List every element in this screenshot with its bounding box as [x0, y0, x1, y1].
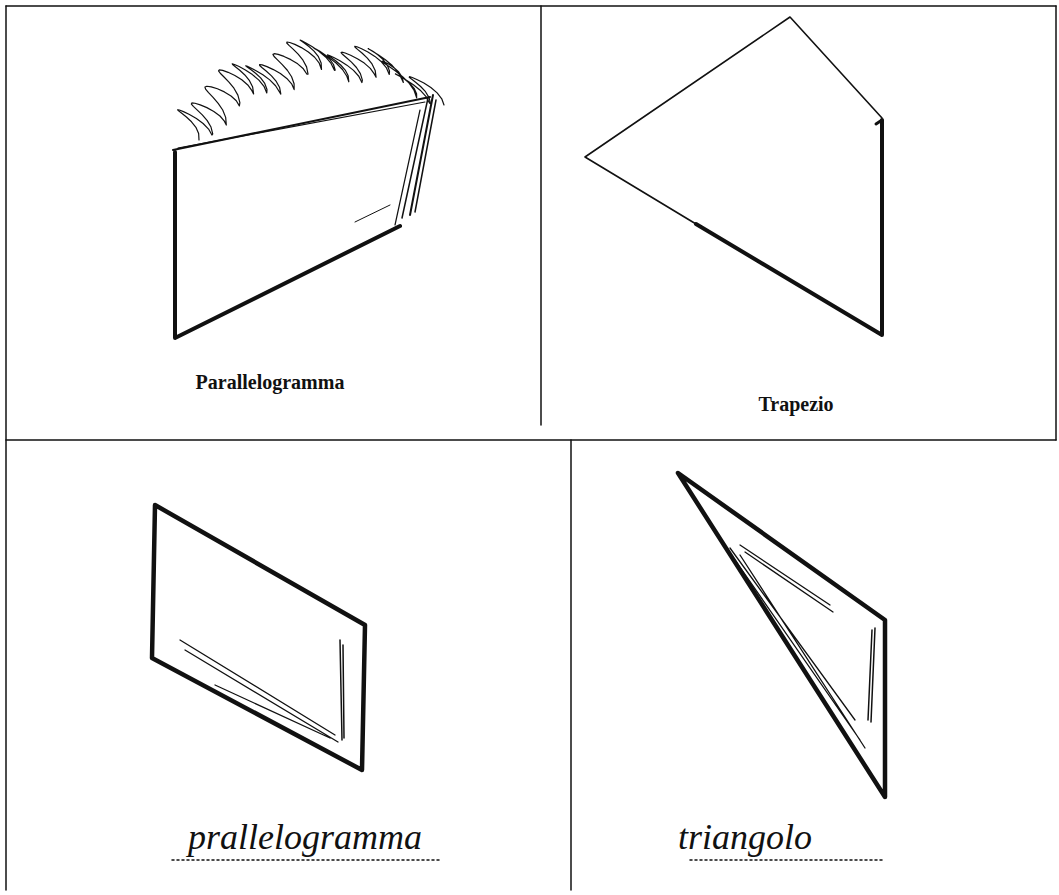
- shape-caption: Trapezio: [758, 393, 833, 415]
- trapezio-figure: [585, 17, 882, 335]
- shape-caption: Parallelogramma: [196, 371, 345, 393]
- triangle-figure: [678, 473, 885, 797]
- parallelogram-figure: [173, 40, 444, 338]
- parallelogram-figure: [152, 505, 365, 770]
- panel-grid: [6, 6, 1056, 890]
- writing-line: [172, 859, 885, 861]
- handwritten-answer: prallelogramma: [188, 818, 422, 858]
- handwritten-answer: triangolo: [678, 818, 812, 858]
- scribble: [178, 40, 444, 140]
